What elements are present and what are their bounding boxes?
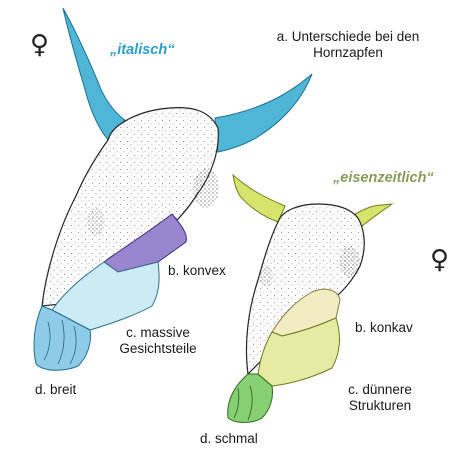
right-label-c-line1: c. dünnere: [328, 382, 432, 398]
italic-left-horn: [63, 8, 125, 140]
left-skull-title: „italisch“: [110, 42, 174, 58]
left-label-c-line1: c. massive: [98, 325, 218, 341]
left-label-d: d. breit: [35, 382, 76, 398]
left-female-symbol: ♀: [30, 32, 49, 58]
left-label-c: c. massive Gesichtsteile: [98, 325, 218, 356]
right-label-c: c. dünnere Strukturen: [328, 382, 432, 413]
right-skull-title: „eisenzeitlich“: [333, 170, 434, 186]
left-label-c-line2: Gesichtsteile: [98, 341, 218, 357]
label-a-hornzapfen: a. Unterschiede bei den Hornzapfen: [258, 29, 438, 60]
right-female-symbol: ♀: [430, 247, 449, 273]
iron-left-horn: [233, 175, 285, 222]
label-a-line1: a. Unterschiede bei den: [258, 29, 438, 45]
italic-right-horn: [215, 74, 312, 152]
right-label-b: b. konkav: [355, 320, 413, 336]
right-label-c-line2: Strukturen: [328, 398, 432, 414]
label-a-line2: Hornzapfen: [258, 45, 438, 61]
right-label-d: d. schmal: [200, 431, 258, 447]
left-label-b: b. konvex: [168, 263, 226, 279]
